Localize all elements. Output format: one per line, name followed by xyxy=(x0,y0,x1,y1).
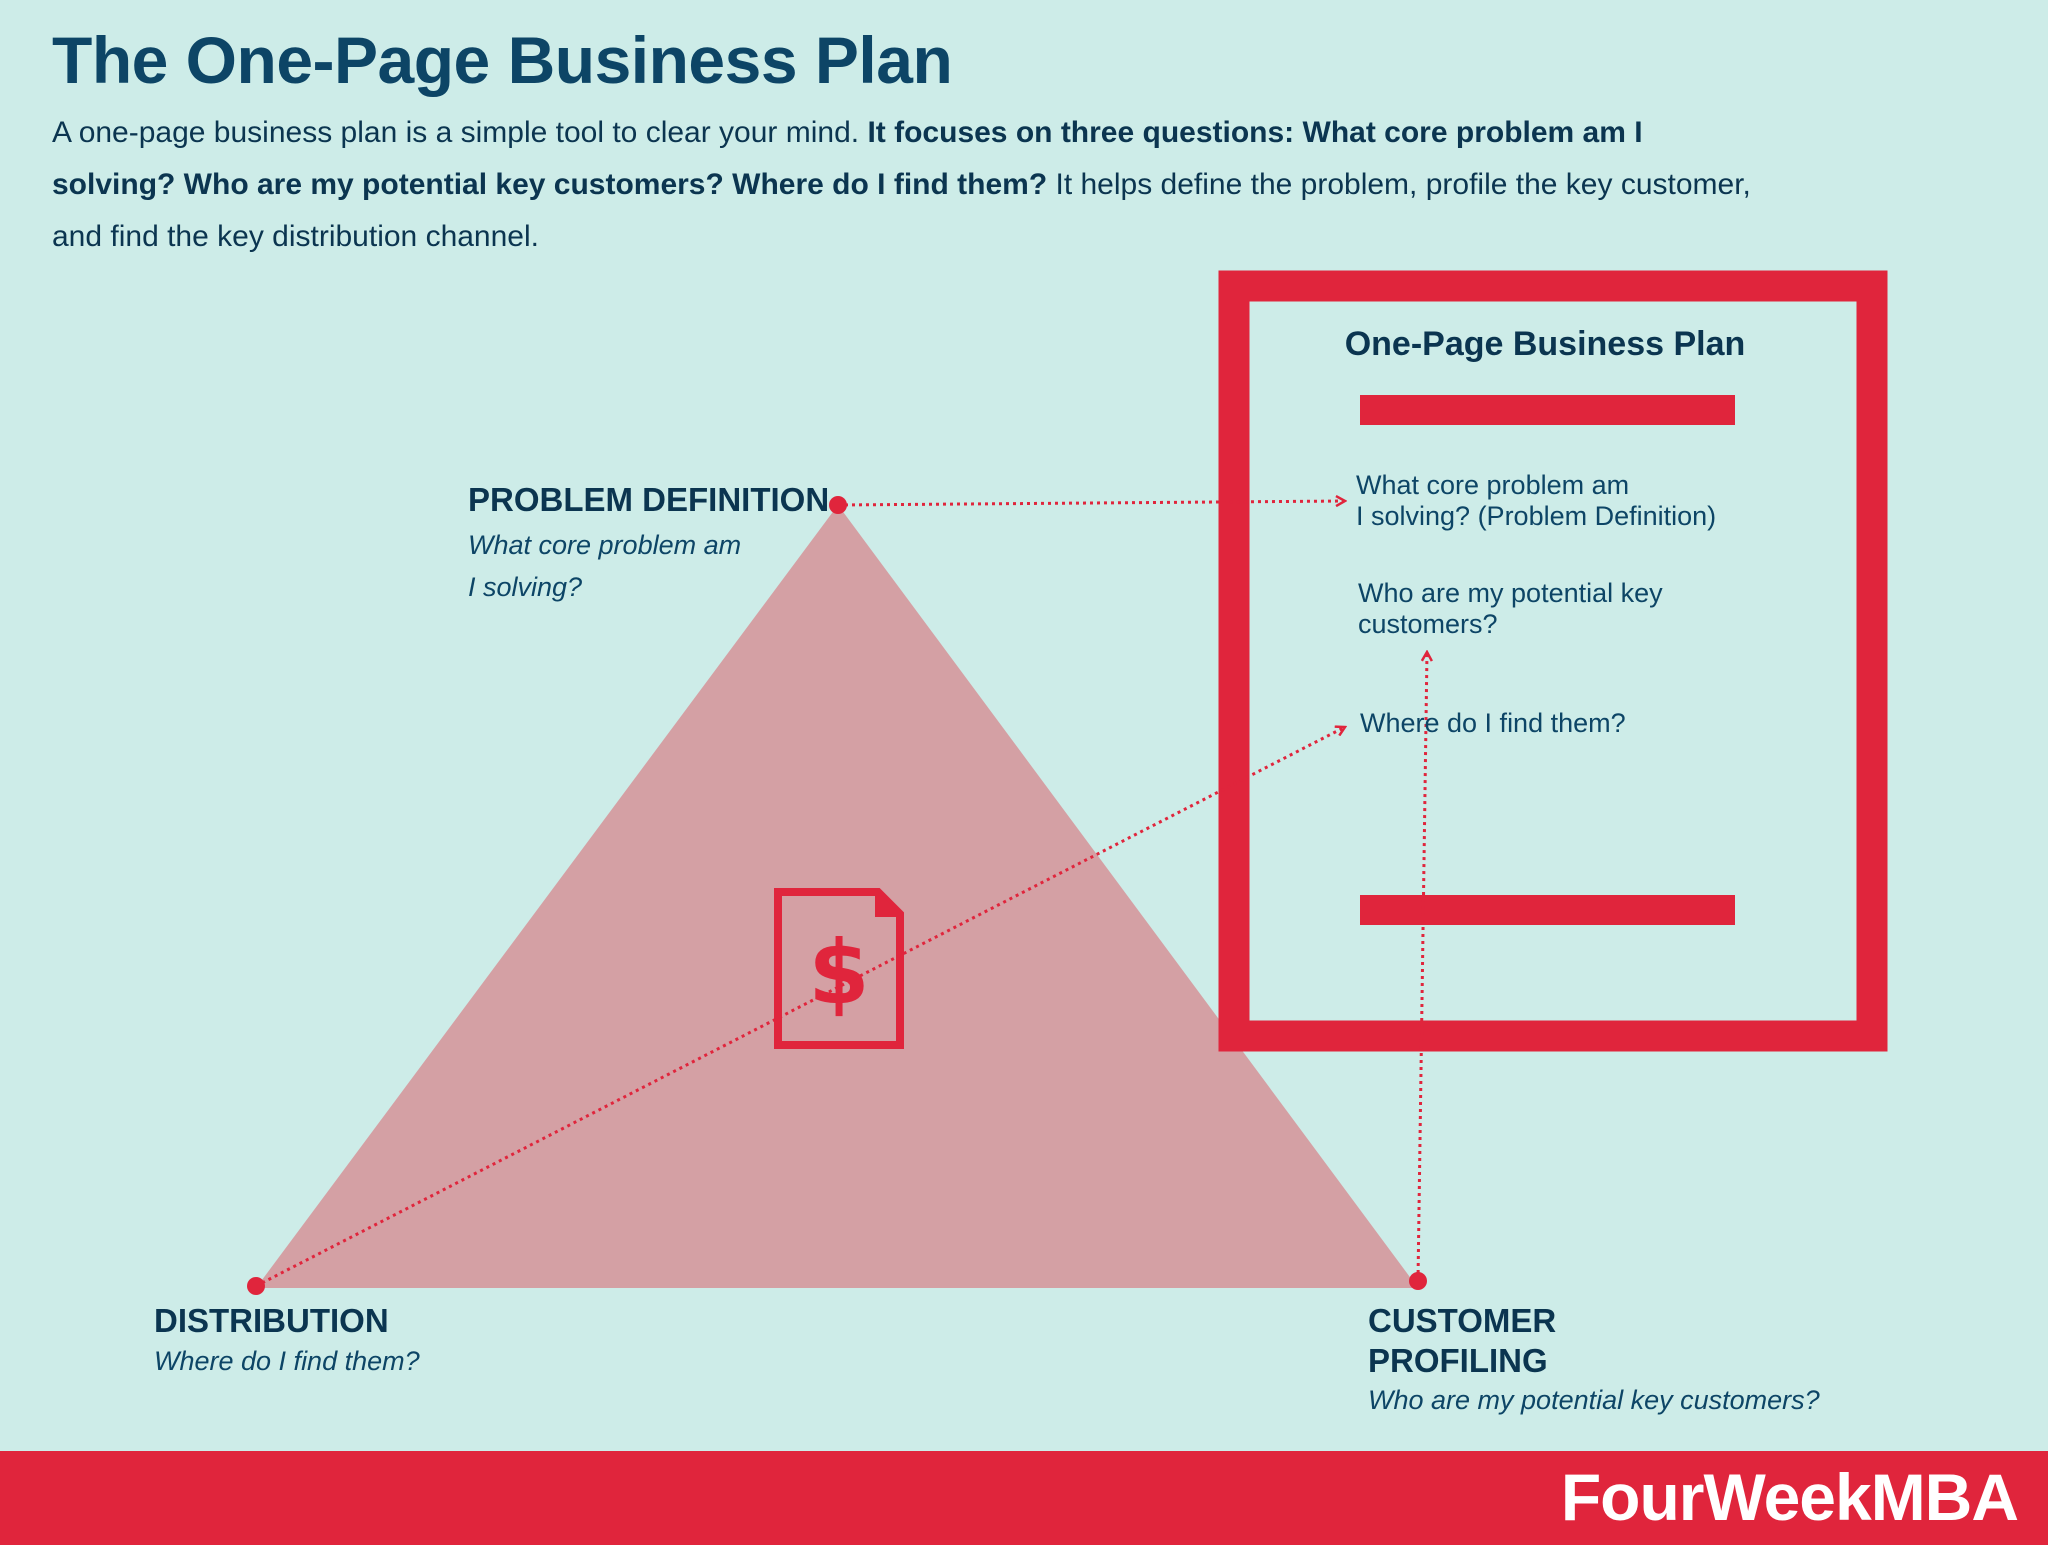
plan-item-customers-line-2: customers? xyxy=(1358,609,1498,639)
plan-item-problem: What core problem am I solving? (Problem… xyxy=(1356,470,1716,532)
distribution-question: Where do I find them? xyxy=(154,1346,420,1376)
plan-bottom-bar xyxy=(1360,895,1735,925)
distribution-label: DISTRIBUTION xyxy=(154,1302,389,1339)
intro-text-bold: It focuses on three questions: What core… xyxy=(52,116,1643,201)
plan-item-customers: Who are my potential key customers? xyxy=(1358,578,1663,640)
dollar-document-icon: $ xyxy=(774,888,904,1049)
customer-label-line-1: CUSTOMER xyxy=(1368,1302,1557,1339)
plan-item-problem-line-1: What core problem am xyxy=(1356,470,1630,500)
plan-frame xyxy=(1218,270,1888,1052)
dot-problem xyxy=(829,496,847,514)
connector-distribution xyxy=(255,727,1345,1288)
problem-question-line-1: What core problem am xyxy=(468,530,742,560)
plan-top-bar xyxy=(1360,395,1735,425)
plan-item-customers-line-1: Who are my potential key xyxy=(1358,578,1663,608)
problem-definition-question: What core problem am I solving? xyxy=(468,524,741,608)
intro-paragraph: A one-page business plan is a simple too… xyxy=(52,107,1752,263)
customer-profiling-label: CUSTOMER PROFILING xyxy=(1368,1301,1556,1381)
intro-text-plain: A one-page business plan is a simple too… xyxy=(52,116,868,149)
dollar-sign: $ xyxy=(808,921,869,1024)
intro-text-plain-end: It helps define the problem, profile the… xyxy=(52,168,1751,253)
customer-label-line-2: PROFILING xyxy=(1368,1342,1548,1379)
page-title: The One-Page Business Plan xyxy=(52,23,953,97)
connector-problem xyxy=(837,501,1345,505)
footer-bar: FourWeekMBA xyxy=(0,1451,2048,1545)
plan-item-problem-line-2: I solving? (Problem Definition) xyxy=(1356,501,1717,531)
connector-customer xyxy=(1416,652,1427,1281)
plan-heading: One-Page Business Plan xyxy=(1344,325,1746,363)
problem-definition-label: PROBLEM DEFINITION xyxy=(468,481,830,518)
problem-question-line-2: I solving? xyxy=(468,572,583,602)
business-plan-diagram: $ xyxy=(247,270,1888,1295)
dot-customer xyxy=(1409,1272,1427,1290)
pyramid-shape xyxy=(256,505,1418,1288)
plan-item-distribution: Where do I find them? xyxy=(1360,708,1626,738)
dot-distribution xyxy=(247,1277,265,1295)
customer-profiling-question: Who are my potential key customers? xyxy=(1368,1385,1820,1415)
brand-logo: FourWeekMBA xyxy=(1560,1460,2019,1534)
